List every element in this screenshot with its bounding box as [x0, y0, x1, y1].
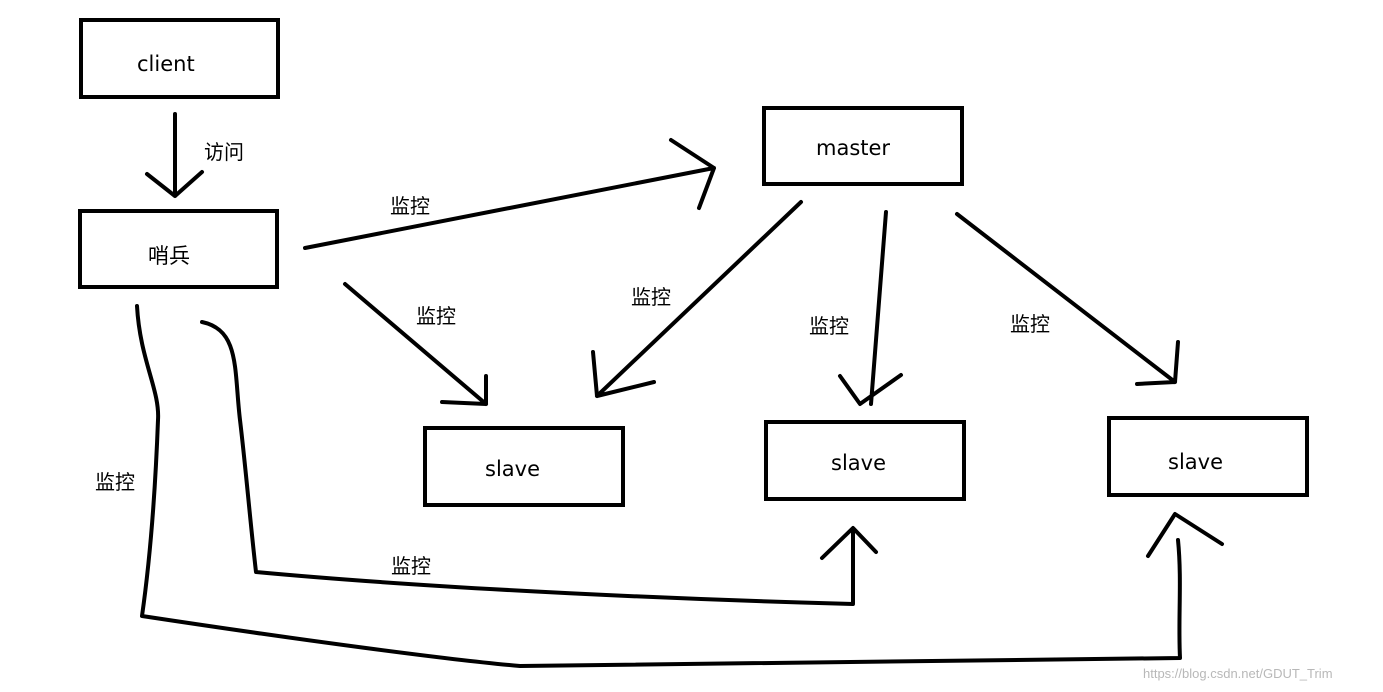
- edge-label-client-to-sentinel: 访问: [204, 140, 244, 164]
- arrow-sentinel-to-slave-1: [343, 282, 488, 406]
- edge-label-sentinel-to-master: 监控: [390, 194, 430, 218]
- client-node: client: [79, 18, 280, 99]
- arrow-master-to-slave-1: [591, 200, 803, 398]
- edge-label-master-to-slave-1: 监控: [631, 285, 671, 309]
- sentinel-node: 哨兵: [78, 209, 279, 289]
- edge-label-sentinel-to-slave-3: 监控: [95, 470, 135, 494]
- slave-3-label: slave: [1168, 450, 1223, 474]
- arrow-client-to-sentinel: [145, 112, 204, 198]
- slave-node-3: slave: [1107, 416, 1309, 497]
- master-label: master: [816, 136, 891, 160]
- arrow-sentinel-to-slave-3: [135, 304, 1224, 668]
- arrow-master-to-slave-2: [838, 210, 903, 406]
- watermark: https://blog.csdn.net/GDUT_Trim: [1143, 666, 1333, 681]
- edge-label-master-to-slave-3: 监控: [1010, 312, 1050, 336]
- arrow-master-to-slave-3: [955, 212, 1180, 386]
- slave-node-2: slave: [764, 420, 966, 501]
- arrow-sentinel-to-slave-2: [200, 320, 878, 606]
- arrow-sentinel-to-master: [303, 138, 716, 250]
- edge-label-sentinel-to-slave-1: 监控: [416, 304, 456, 328]
- edge-label-master-to-slave-2: 监控: [809, 314, 849, 338]
- master-node: master: [762, 106, 964, 186]
- slave-1-label: slave: [485, 457, 540, 481]
- edge-label-sentinel-to-slave-2: 监控: [391, 554, 431, 578]
- slave-node-1: slave: [423, 426, 625, 507]
- client-label: client: [137, 52, 195, 76]
- sentinel-label: 哨兵: [148, 244, 190, 268]
- slave-2-label: slave: [831, 451, 886, 475]
